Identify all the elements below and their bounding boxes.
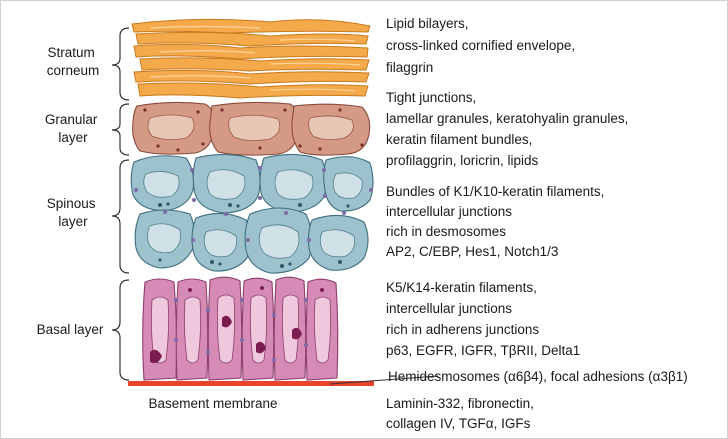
layer-braces	[112, 28, 129, 380]
brace-stratum-corneum	[112, 28, 129, 100]
description-spinous: Bundles of K1/K10-keratin filaments, int…	[386, 184, 608, 259]
basal-cells	[143, 277, 338, 380]
brace-granular	[112, 104, 129, 155]
layer-label-spinous: Spinous layer	[47, 196, 100, 229]
brace-spinous	[112, 160, 129, 273]
stratum-corneum-cells	[132, 19, 370, 98]
description-granular: Tight junctions, lamellar granules, kera…	[386, 90, 632, 168]
layer-label-stratum-corneum: Stratum corneum	[47, 45, 100, 78]
description-basal: K5/K14-keratin filaments, intercellular …	[386, 280, 580, 358]
basement-membrane-label: Basement membrane	[148, 396, 277, 411]
brace-basal	[112, 280, 129, 380]
description-stratum-corneum: Lipid bilayers, cross-linked cornified e…	[386, 16, 579, 75]
granular-nuclei	[148, 115, 353, 141]
description-basement-membrane: Laminin-332, fibronectin, collagen IV, T…	[386, 396, 538, 431]
layer-label-granular: Granular layer	[45, 112, 101, 145]
layer-label-basal: Basal layer	[37, 322, 104, 337]
description-hemidesmosomes: Hemidesmosomes (α6β4), focal adhesions (…	[388, 369, 688, 384]
